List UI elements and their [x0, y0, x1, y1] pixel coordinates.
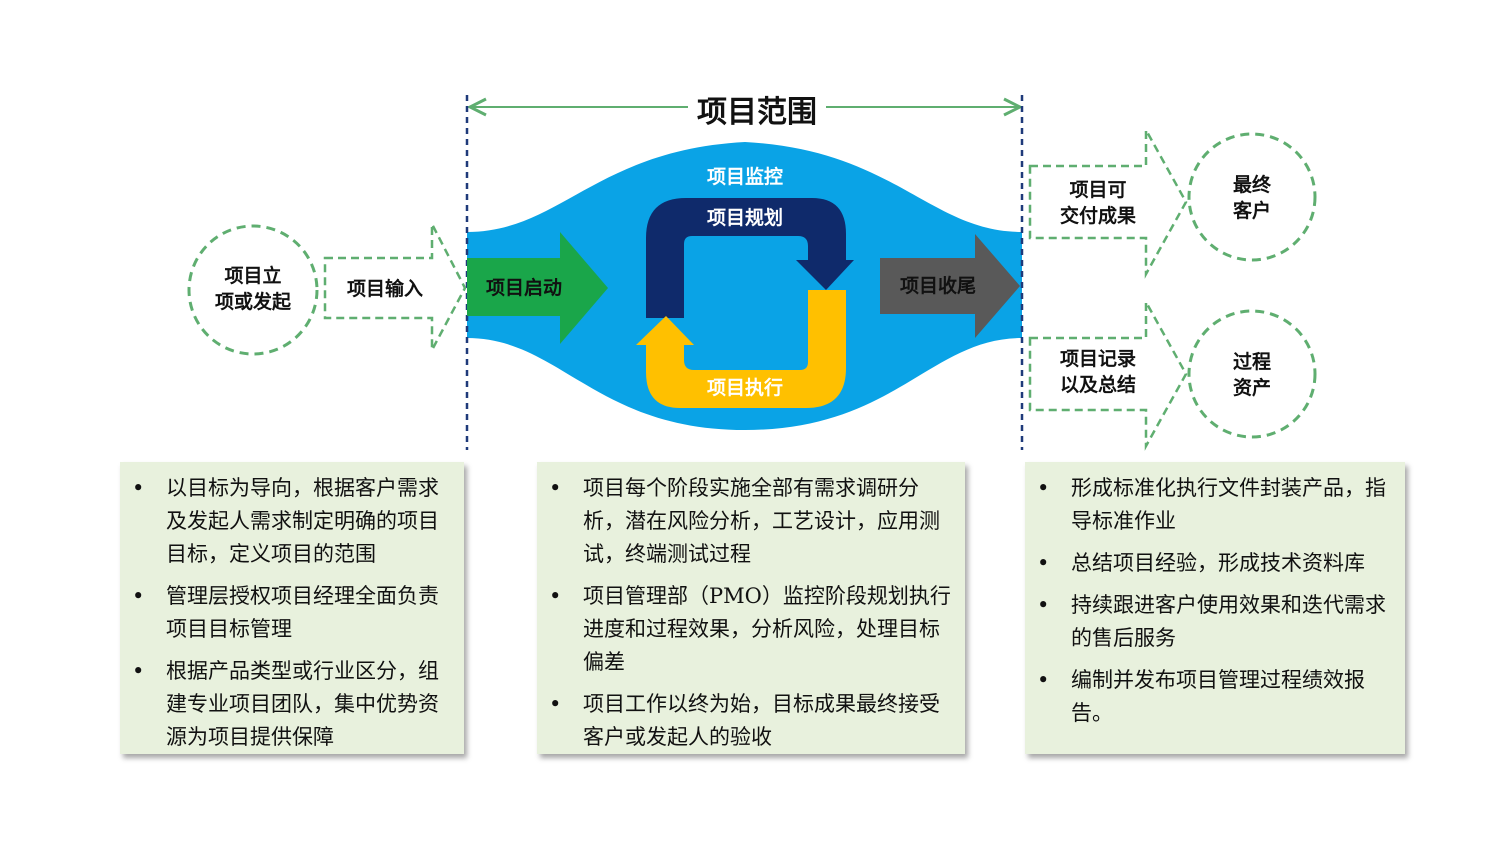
- list-item-text: 管理层授权项目经理全面负责项目目标管理: [166, 584, 439, 641]
- closing-arrow-label: 项目收尾: [900, 274, 976, 297]
- execution-loop-arrow: [636, 290, 846, 408]
- closing-notes-panel: • 形成标准化执行文件封装产品，指导标准作业 • 总结项目经验，形成技术资料库 • 持…: [1025, 462, 1405, 754]
- list-item: • 管理层授权项目经理全面负责项目目标管理: [128, 580, 452, 646]
- list-item: • 形成标准化执行文件封装产品，指导标准作业: [1033, 472, 1393, 538]
- scope-title: 项目范围: [697, 95, 817, 130]
- records-arrow-line-1: 项目记录: [1060, 348, 1136, 370]
- start-arrow: [467, 232, 608, 344]
- bullet: •: [549, 476, 562, 500]
- final-customer-circle: [1187, 132, 1317, 262]
- bullet: •: [1037, 551, 1050, 575]
- list-item-text: 项目每个阶段实施全部有需求调研分析，潜在风险分析，工艺设计，应用测试，终端测试过…: [583, 476, 940, 566]
- list-item-text: 持续跟进客户使用效果和迭代需求的售后服务: [1071, 593, 1386, 650]
- list-item-text: 项目工作以终为始，目标成果最终接受客户或发起人的验收: [583, 692, 940, 749]
- input-arrow-label: 项目输入: [347, 277, 423, 300]
- list-item-text: 以目标为导向，根据客户需求及发起人需求制定明确的项目目标，定义项目的范围: [166, 476, 439, 566]
- deliverables-arrow-line-1: 项目可: [1069, 179, 1126, 201]
- process-assets-line-2: 资产: [1233, 376, 1271, 399]
- start-arrow-label: 项目启动: [486, 276, 562, 299]
- bullet: •: [132, 476, 145, 500]
- bullet: •: [549, 584, 562, 608]
- execution-notes-panel: • 项目每个阶段实施全部有需求调研分析，潜在风险分析，工艺设计，应用测试，终端测试…: [537, 462, 965, 754]
- execution-label: 项目执行: [707, 376, 783, 399]
- final-customer-line-2: 客户: [1233, 199, 1271, 222]
- records-arrow-line-2: 以及总结: [1060, 373, 1136, 396]
- list-item: • 总结项目经验，形成技术资料库: [1033, 547, 1393, 580]
- list-item: • 持续跟进客户使用效果和迭代需求的售后服务: [1033, 589, 1393, 655]
- initiation-circle: [187, 224, 319, 356]
- closing-arrow: [880, 234, 1020, 338]
- list-item-text: 项目管理部（PMO）监控阶段规划执行进度和过程效果，分析风险，处理目标偏差: [583, 584, 951, 674]
- project-scope-diagram: 项目范围 项目立 项或发起 项目输入 项目启动 项目监控 项目规划 项目执行 项…: [187, 95, 1317, 451]
- initiation-notes-panel: • 以目标为导向，根据客户需求及发起人需求制定明确的项目目标，定义项目的范围 • 管…: [120, 462, 464, 754]
- monitor-label: 项目监控: [707, 165, 783, 188]
- process-assets-line-1: 过程: [1233, 351, 1271, 373]
- deliverables-arrow: [1028, 125, 1188, 279]
- bullet: •: [132, 659, 145, 683]
- planning-loop-arrow: [646, 198, 854, 318]
- bullet: •: [1037, 593, 1050, 617]
- initiation-circle-line-1: 项目立: [224, 264, 281, 287]
- list-item-text: 形成标准化执行文件封装产品，指导标准作业: [1071, 476, 1386, 533]
- bullet: •: [549, 692, 562, 716]
- bullet: •: [132, 584, 145, 608]
- list-item-text: 根据产品类型或行业区分，组建专业项目团队，集中优势资源为项目提供保障: [166, 659, 439, 749]
- list-item: • 项目工作以终为始，目标成果最终接受客户或发起人的验收: [545, 688, 953, 754]
- planning-label: 项目规划: [707, 206, 783, 229]
- scope-blue-shape: [467, 142, 1022, 430]
- list-item: • 编制并发布项目管理过程绩效报告。: [1033, 664, 1393, 730]
- list-item: • 根据产品类型或行业区分，组建专业项目团队，集中优势资源为项目提供保障: [128, 655, 452, 754]
- list-item-text: 总结项目经验，形成技术资料库: [1071, 551, 1365, 575]
- records-arrow: [1028, 297, 1188, 451]
- list-item-text: 编制并发布项目管理过程绩效报告。: [1071, 668, 1365, 725]
- list-item: • 以目标为导向，根据客户需求及发起人需求制定明确的项目目标，定义项目的范围: [128, 472, 452, 571]
- process-assets-circle: [1187, 309, 1317, 439]
- deliverables-arrow-line-2: 交付成果: [1060, 204, 1136, 227]
- bullet: •: [1037, 668, 1050, 692]
- input-arrow: [323, 223, 467, 351]
- bullet: •: [1037, 476, 1050, 500]
- list-item: • 项目管理部（PMO）监控阶段规划执行进度和过程效果，分析风险，处理目标偏差: [545, 580, 953, 679]
- list-item: • 项目每个阶段实施全部有需求调研分析，潜在风险分析，工艺设计，应用测试，终端测试…: [545, 472, 953, 571]
- final-customer-line-1: 最终: [1233, 173, 1272, 196]
- initiation-circle-line-2: 项或发起: [215, 290, 292, 313]
